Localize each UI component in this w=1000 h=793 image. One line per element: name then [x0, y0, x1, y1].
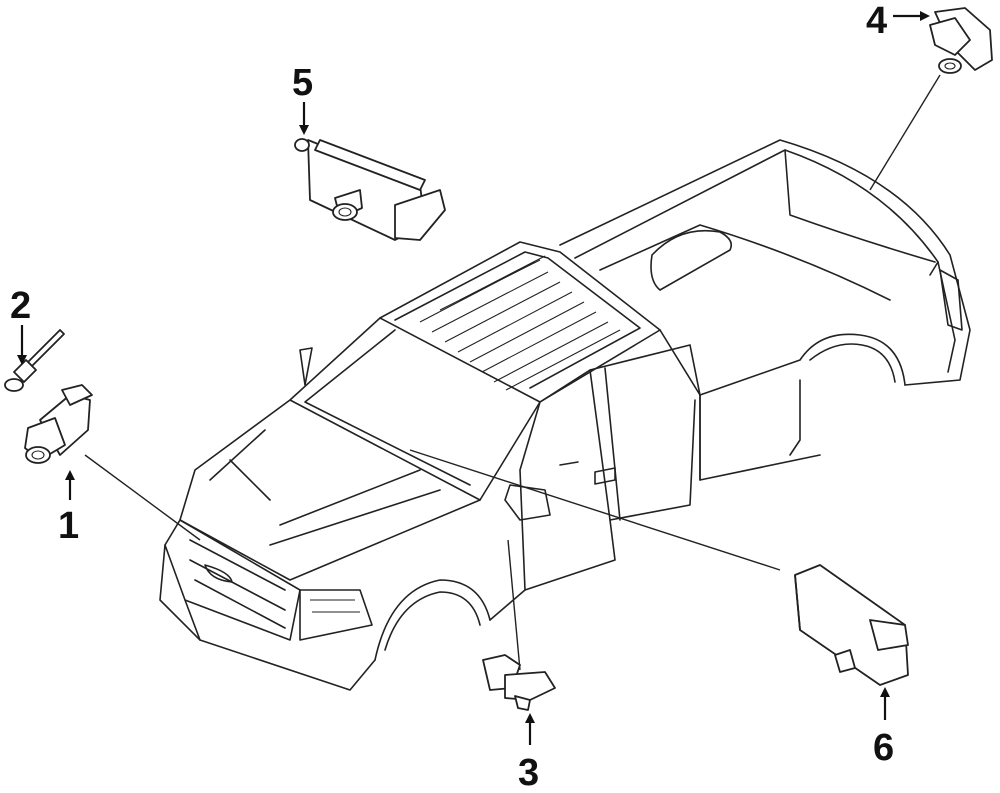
callout-label-5: 5 [292, 62, 313, 104]
part-3-side-sensor [482, 654, 556, 711]
callout-label-1: 1 [58, 505, 79, 547]
pickup-truck-outline [159, 139, 971, 691]
leader-line-3 [507, 539, 521, 671]
leader-line-1 [84, 454, 201, 541]
leader-line-4 [869, 74, 941, 191]
callout-label-2: 2 [10, 285, 31, 327]
callout-label-4: 4 [866, 0, 887, 42]
part-1-impact-sensor [24, 384, 93, 464]
part-5-sensor-module [294, 138, 446, 241]
part-4-rear-sensor [929, 7, 993, 74]
leader-line-6 [409, 449, 781, 571]
callout-label-3: 3 [518, 752, 539, 793]
part-6-control-module [794, 564, 909, 686]
part-2-bolt [4, 329, 65, 392]
callout-label-6: 6 [873, 727, 894, 769]
